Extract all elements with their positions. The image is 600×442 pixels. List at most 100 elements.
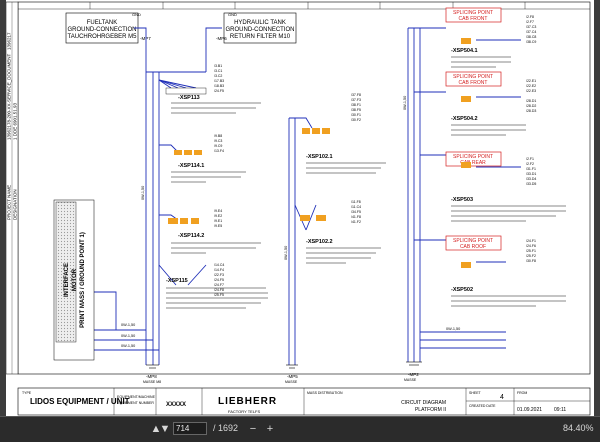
- masse-label: MASSE: [285, 380, 298, 384]
- cross-reference: /2.F8: [526, 15, 534, 19]
- xsp115-label: -XSP115: [166, 278, 188, 284]
- zoom-in-button[interactable]: +: [266, 423, 274, 435]
- equipment-sub: EQUIPMENT NUMBER: [117, 401, 154, 405]
- cross-reference: /24.F5: [214, 89, 224, 93]
- cross-reference: /11.C4: [351, 205, 361, 209]
- cross-reference: /14.F4: [214, 268, 224, 272]
- type-label: TYPE: [22, 391, 32, 395]
- xsp504-1-label: -XSP504.1: [451, 48, 478, 54]
- fueltank-label-2: GROUND-CONNECTION: [68, 27, 137, 33]
- cross-reference: /9.E1: [214, 219, 222, 223]
- fueltank-label-1: FUELTANK: [87, 20, 117, 26]
- splice-box-front-2: [445, 71, 502, 87]
- masse-label: MASSE: [404, 378, 417, 382]
- schematic-sheet: 13962178-200-XX-SERVICE_DOCUMENT 1 DDE 6…: [5, 0, 594, 416]
- fueltank-label-3: TAUCHROHRGEBER M5: [68, 34, 138, 40]
- cross-reference: /3.C1: [214, 69, 222, 73]
- cross-reference: /11.F8: [351, 200, 361, 204]
- wire-label: 0W-1,50: [121, 323, 135, 327]
- xsp504-2-label: -XSP504.2: [451, 116, 478, 122]
- wire-label: 0W-1,50: [121, 344, 135, 348]
- doc-line2: 1 DDE 6901.51.93: [13, 102, 18, 140]
- cross-reference: /28.D2: [526, 104, 536, 108]
- hydraulic-label-3: RETURN FILTER M10: [230, 34, 291, 40]
- cross-reference: /9.C3: [214, 139, 222, 143]
- cross-reference: /13.F4: [214, 149, 224, 153]
- created-time: 09:11: [554, 407, 566, 413]
- serial: 1396217: [7, 32, 12, 50]
- cross-reference: /41.F8: [351, 215, 361, 219]
- equipment-number: XXXXX: [166, 402, 186, 408]
- cross-reference: /22.E3: [526, 89, 536, 93]
- cross-reference: /17.B3: [214, 79, 224, 83]
- cross-reference: /30.F1: [351, 113, 361, 117]
- mass-distribution: MASS DISTRIBUTION: [307, 391, 343, 395]
- wire-label: 0W-1,50: [121, 334, 135, 338]
- fueltank-box: [65, 12, 139, 44]
- cross-reference: /37.C4: [526, 30, 536, 34]
- company-name: LIDOS EQUIPMENT / UNIT: [30, 397, 130, 406]
- mp2-label: -MP2: [408, 372, 419, 377]
- splice-label: SPLICING POINT: [453, 10, 493, 16]
- cross-reference: /34.F5: [351, 210, 361, 214]
- created-date: 01.09.2021: [517, 407, 542, 413]
- prev-page-button[interactable]: ▲: [150, 423, 162, 435]
- cross-reference: /3.B1: [214, 64, 222, 68]
- cross-reference: /9.E4: [214, 209, 222, 213]
- platform: PLATFORM II: [415, 407, 446, 413]
- diagram-type: CIRCUIT DIAGRAM: [401, 400, 446, 406]
- cross-reference: /37.C3: [526, 25, 536, 29]
- zoom-out-button[interactable]: −: [249, 423, 257, 435]
- cross-reference: /24.F5: [214, 278, 224, 282]
- cross-reference: /41.F2: [351, 220, 361, 224]
- doc-id: 13962178-200-XX-SERVICE_DOCUMENT: [7, 54, 12, 140]
- cross-reference: /38.F5: [351, 108, 361, 112]
- cross-reference: /22.F3: [214, 273, 224, 277]
- splice-label: CAB FRONT: [459, 16, 488, 22]
- wire-bundle: [92, 27, 521, 365]
- cross-reference: /38.C8: [526, 35, 536, 39]
- splice-box-roof: [445, 235, 502, 251]
- hydraulic-box: [223, 12, 297, 44]
- cross-reference: /37.F8: [351, 93, 361, 97]
- cross-reference: /24.F6: [526, 244, 536, 248]
- xsp114-1-label: -XSP114.1: [178, 163, 204, 169]
- cross-reference: /9.E2: [214, 214, 222, 218]
- sheet-label: SHEET: [469, 391, 482, 395]
- next-page-button[interactable]: ▼: [159, 423, 171, 435]
- page-number-input[interactable]: [173, 422, 207, 435]
- splice-label: CAB ROOF: [460, 244, 486, 250]
- xsp114-2-label: -XSP114.2: [178, 233, 204, 239]
- brand-logo: LIEBHERR: [218, 396, 277, 407]
- page-total: / 1692: [213, 423, 239, 433]
- cross-reference: /33.D1: [526, 172, 536, 176]
- cross-reference: /18.B3: [214, 84, 224, 88]
- cross-reference: /25.F5: [214, 293, 224, 297]
- cross-reference: /9.C9: [214, 144, 222, 148]
- splice-label: CAB REAR: [460, 160, 486, 166]
- masse-m8-label: MASSE M8: [143, 380, 161, 384]
- mp8-label: -MP8: [146, 374, 157, 379]
- from-label: FROM: [517, 391, 527, 395]
- xsp502-label: -XSP502: [451, 287, 473, 293]
- xsp503-label: -XSP503: [451, 197, 473, 203]
- splice-box-rear: [445, 151, 502, 167]
- cross-reference: /38.C9: [526, 40, 536, 44]
- cross-reference: /28.D3: [526, 109, 536, 113]
- viewer-toolbar: ▲ ▼ / 1692 − + 84.40%: [0, 416, 600, 442]
- wire-label: 0W-1,50: [446, 327, 460, 331]
- cross-reference: /24.F1: [526, 239, 536, 243]
- connector-symbol: [174, 150, 202, 155]
- cross-reference: /9.E5: [214, 224, 222, 228]
- cross-reference: /2.F7: [526, 20, 534, 24]
- zoom-level[interactable]: 84.40%: [563, 423, 594, 433]
- splice-label: SPLICING POINT: [453, 238, 493, 244]
- splice-label: SPLICING POINT: [453, 154, 493, 160]
- cross-reference: /14.C4: [214, 263, 224, 267]
- gnd-label: GND: [228, 12, 237, 17]
- splice-label: SPLICING POINT: [453, 74, 493, 80]
- cross-reference: /33.D4: [526, 177, 536, 181]
- cross-reference: /2.F2: [526, 162, 534, 166]
- interface-label-1: INTERFACE: [64, 263, 70, 297]
- gnd-label: GND: [132, 12, 141, 17]
